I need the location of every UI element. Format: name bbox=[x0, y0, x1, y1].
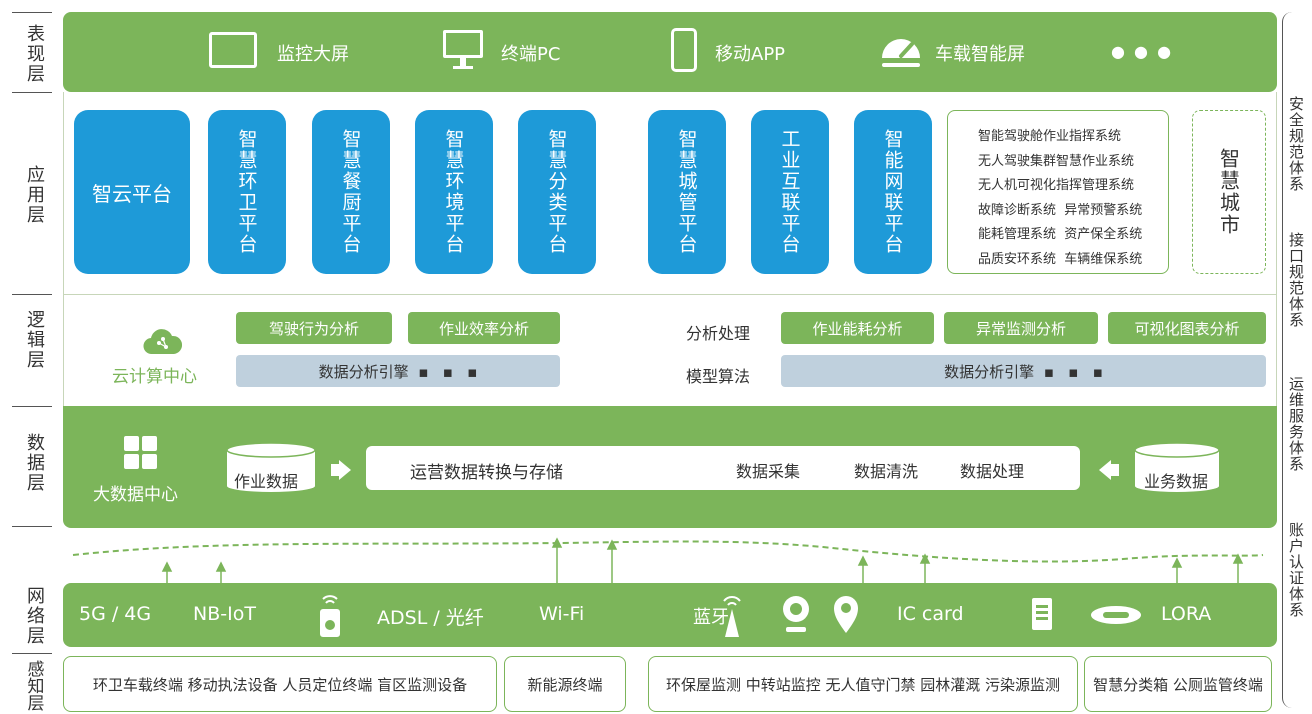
layer-label-data: 数据层 bbox=[24, 432, 45, 493]
layer-label-application: 应用层 bbox=[24, 165, 45, 225]
app-platform-sanitation-label: 智慧环卫平台 bbox=[235, 129, 258, 255]
system-item: 品质安环系统 车辆维保系统 bbox=[978, 251, 1143, 267]
camera-icon bbox=[783, 596, 809, 632]
network-iccard: IC card bbox=[897, 603, 964, 625]
desktop-pc-icon bbox=[443, 30, 483, 69]
network-5g: 5G / 4G bbox=[79, 603, 152, 625]
cloud-computing-center: 云计算中心 bbox=[112, 367, 197, 387]
app-platform-kitchen-label: 智慧餐厨平台 bbox=[339, 129, 362, 255]
divider bbox=[63, 294, 1277, 295]
app-platform-sorting: 智慧分类平台 bbox=[518, 110, 596, 274]
network-layer-bar: 5G / 4G NB-IoT ADSL / 光纤 Wi-Fi 蓝牙 IC car… bbox=[63, 583, 1277, 647]
logic-pill-visualization: 可视化图表分析 bbox=[1108, 312, 1266, 344]
more-dots: ● ● ● bbox=[1111, 42, 1174, 61]
data-layer-bar: 大数据中心 作业数据 运营数据转换与存储 数据采集 数据清洗 数据处理 业务数据 bbox=[63, 406, 1277, 528]
arrow-right-icon bbox=[331, 460, 351, 480]
app-platform-sanitation: 智慧环卫平台 bbox=[208, 110, 286, 274]
right-system-ops: 运维服务体系 bbox=[1287, 376, 1305, 472]
grid-icon bbox=[124, 436, 158, 470]
app-platform-urban-management-label: 智慧城管平台 bbox=[675, 129, 698, 255]
system-item: 能耗管理系统 资产保全系统 bbox=[978, 227, 1143, 242]
network-adsl: ADSL / 光纤 bbox=[377, 607, 484, 629]
smart-city-box: 智慧城市 bbox=[1192, 110, 1266, 274]
database-icon bbox=[1134, 442, 1220, 492]
logic-engine-left: 数据分析引擎 ▪ ▪ ▪ bbox=[236, 355, 560, 387]
perception-box-environment: 环保屋监测 中转站监控 无人值守门禁 园林灌溉 污染源监测 bbox=[648, 656, 1078, 712]
lora-antenna-icon bbox=[1091, 606, 1141, 624]
layer-label-logic: 逻辑层 bbox=[24, 310, 45, 370]
app-platform-industrial-internet: 工业互联平台 bbox=[751, 110, 829, 274]
network-wifi: Wi-Fi bbox=[539, 603, 585, 625]
right-bracket bbox=[1282, 12, 1309, 708]
speedometer-icon bbox=[882, 39, 920, 67]
presentation-layer-bar: 监控大屏 终端PC 移动APP 车载智能屏 ● ● ● bbox=[63, 12, 1277, 92]
process-label: 数据处理 bbox=[960, 462, 1025, 481]
layer-label-presentation: 表现层 bbox=[24, 24, 45, 84]
smart-city-label: 智慧城市 bbox=[1216, 148, 1241, 236]
signal-tower-icon bbox=[723, 596, 741, 637]
right-system-security: 安全规范体系 bbox=[1287, 96, 1305, 192]
presentation-item-pc: 终端PC bbox=[501, 44, 561, 65]
app-systems-list: 智能驾驶舱作业指挥系统 无人驾驶集群智慧作业系统 无人机可视化指挥管理系统 故障… bbox=[947, 110, 1169, 274]
presentation-item-vehicle-screen: 车载智能屏 bbox=[935, 44, 1025, 65]
perception-box-smart-bins: 智慧分类箱 公厕监管终端 bbox=[1084, 656, 1272, 712]
perception-box-new-energy: 新能源终端 bbox=[504, 656, 626, 712]
storage-label: 运营数据转换与存储 bbox=[410, 463, 563, 483]
system-item: 智能驾驶舱作业指挥系统 bbox=[978, 129, 1122, 144]
work-data-label: 作业数据 bbox=[234, 472, 299, 491]
network-nbiot: NB-IoT bbox=[193, 603, 256, 625]
layer-label-network: 网络层 bbox=[24, 586, 45, 646]
divider bbox=[1276, 92, 1277, 406]
mobile-phone-icon bbox=[671, 28, 697, 72]
router-icon bbox=[320, 595, 340, 637]
database-icon bbox=[226, 442, 316, 492]
app-platform-connected-vehicle-label: 智能网联平台 bbox=[881, 129, 904, 255]
logic-pill-work-efficiency: 作业效率分析 bbox=[408, 312, 560, 344]
perception-box-sanitation: 环卫车载终端 移动执法设备 人员定位终端 盲区监测设备 bbox=[63, 656, 497, 712]
app-platform-environment-label: 智慧环境平台 bbox=[442, 129, 465, 255]
layer-label-perception: 感知层 bbox=[23, 659, 44, 711]
clean-label: 数据清洗 bbox=[854, 462, 919, 481]
app-platform-sorting-label: 智慧分类平台 bbox=[545, 129, 568, 255]
right-system-account: 账户认证体系 bbox=[1287, 522, 1305, 618]
app-platform-industrial-internet-label: 工业互联平台 bbox=[778, 129, 801, 255]
presentation-item-app: 移动APP bbox=[715, 44, 786, 65]
collect-label: 数据采集 bbox=[736, 462, 801, 481]
signal-wave bbox=[72, 540, 1264, 563]
app-platform-kitchen: 智慧餐厨平台 bbox=[312, 110, 390, 274]
big-data-center: 大数据中心 bbox=[93, 485, 178, 505]
monitor-screen-icon bbox=[209, 32, 257, 68]
cloud-icon bbox=[143, 329, 182, 355]
location-pin-icon bbox=[834, 596, 858, 633]
logic-engine-right: 数据分析引擎 ▪ ▪ ▪ bbox=[781, 355, 1266, 387]
logic-pill-anomaly: 异常监测分析 bbox=[944, 312, 1098, 344]
right-system-interface: 接口规范体系 bbox=[1287, 232, 1305, 328]
analysis-processing-label: 分析处理 bbox=[686, 324, 751, 343]
business-data-label: 业务数据 bbox=[1144, 472, 1209, 491]
app-cloud-platform: 智云平台 bbox=[74, 110, 190, 274]
app-platform-connected-vehicle: 智能网联平台 bbox=[854, 110, 932, 274]
presentation-item-monitor: 监控大屏 bbox=[277, 44, 349, 65]
system-item: 故障诊断系统 异常预警系统 bbox=[978, 202, 1143, 218]
app-platform-urban-management: 智慧城管平台 bbox=[648, 110, 726, 274]
uplink-arrows bbox=[161, 537, 1244, 583]
system-item: 无人驾驶集群智慧作业系统 bbox=[978, 153, 1135, 169]
model-algorithm-label: 模型算法 bbox=[686, 367, 751, 386]
network-bluetooth: 蓝牙 bbox=[693, 607, 729, 628]
arrow-left-icon bbox=[1099, 460, 1119, 480]
system-item: 无人机可视化指挥管理系统 bbox=[978, 178, 1135, 193]
logic-pill-energy: 作业能耗分析 bbox=[781, 312, 934, 344]
app-platform-environment: 智慧环境平台 bbox=[415, 110, 493, 274]
network-lora: LORA bbox=[1161, 603, 1212, 625]
data-processing-bar: 运营数据转换与存储 数据采集 数据清洗 数据处理 bbox=[366, 446, 1080, 490]
card-reader-icon bbox=[1032, 598, 1052, 630]
logic-pill-driving-behavior: 驾驶行为分析 bbox=[236, 312, 392, 344]
divider bbox=[63, 92, 64, 406]
